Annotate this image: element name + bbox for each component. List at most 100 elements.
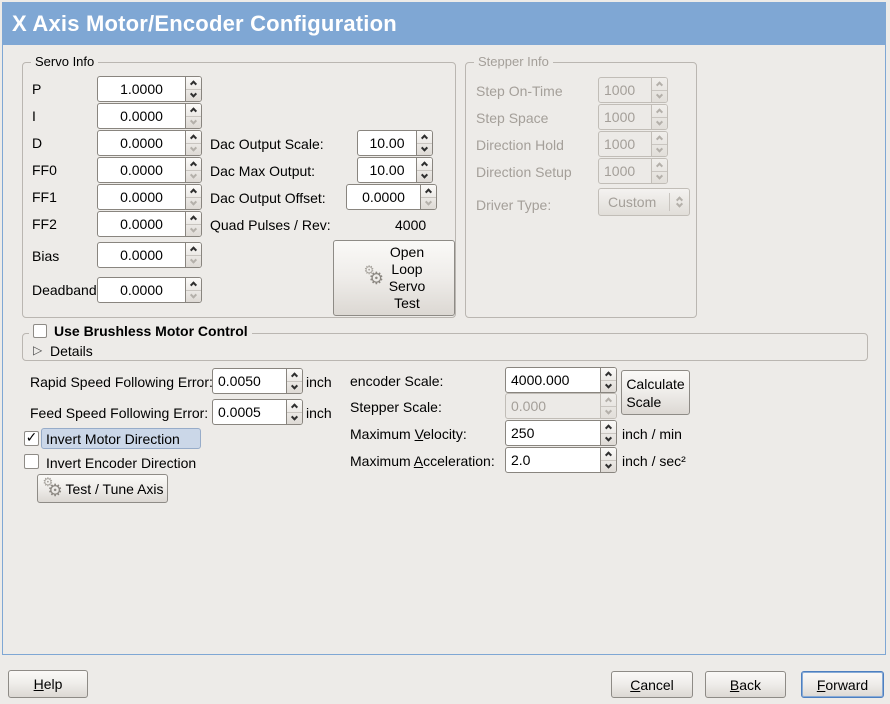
spin-up-button[interactable] — [601, 421, 616, 433]
servo-ff2-input[interactable]: 0.0000 — [97, 211, 202, 237]
velocity-label-post: elocity: — [423, 426, 467, 442]
dac-max-output-input[interactable]: 10.00 — [357, 157, 433, 183]
back-button[interactable]: Back — [705, 671, 786, 698]
acceleration-label-pre: Maximum — [350, 453, 414, 469]
open-loop-line-3: Servo — [388, 278, 426, 294]
servo-ff0-input[interactable]: 0.0000 — [97, 157, 202, 183]
spin-up-button[interactable] — [421, 185, 436, 197]
use-brushless-checkbox[interactable] — [33, 324, 47, 338]
spin-down-button — [652, 170, 667, 184]
invert-motor-label-highlight — [41, 428, 201, 449]
open-loop-servo-test-button[interactable]: ⚙ ⚙ Open Loop Servo Test — [333, 240, 455, 316]
driver-type-select: Custom — [598, 188, 690, 216]
spin-down-button[interactable] — [287, 380, 302, 394]
spin-up-button — [652, 132, 667, 144]
spin-down-button[interactable] — [186, 142, 201, 156]
servo-info-frame-label: Servo Info — [31, 54, 99, 69]
feed-following-error-input[interactable]: 0.0005 — [212, 399, 303, 425]
rapid-following-error-input[interactable]: 0.0050 — [212, 368, 303, 394]
step-on-time-spinner — [651, 78, 667, 102]
calculate-scale-button[interactable]: Calculate Scale — [621, 370, 690, 415]
servo-info-frame: Servo Info — [22, 54, 456, 318]
gear-large-icon: ⚙ — [368, 269, 384, 288]
spin-up-button[interactable] — [186, 77, 201, 89]
test-tune-axis-button[interactable]: ⚙ ⚙ Test / Tune Axis — [37, 474, 168, 503]
maximum-acceleration-input[interactable]: 2.0 — [505, 447, 617, 473]
spin-down-button[interactable] — [601, 459, 616, 473]
servo-ff1-input[interactable]: 0.0000 — [97, 184, 202, 210]
stepper-scale-label: Stepper Scale: — [350, 399, 442, 415]
maximum-velocity-input[interactable]: 250 — [505, 420, 617, 446]
spin-down-button[interactable] — [601, 379, 616, 393]
spin-up-button[interactable] — [186, 212, 201, 224]
invert-encoder-label[interactable]: Invert Encoder Direction — [46, 455, 197, 471]
dac-output-scale-input[interactable]: 10.00 — [357, 130, 433, 156]
open-loop-line-4: Test — [394, 295, 420, 311]
spin-down-button[interactable] — [186, 254, 201, 268]
brushless-frame-label: Use Brushless Motor Control — [29, 323, 252, 339]
servo-bias-value: 0.0000 — [120, 247, 163, 263]
servo-d-input[interactable]: 0.0000 — [97, 130, 202, 156]
chevron-down-icon — [604, 407, 613, 415]
step-space-input: 1000 — [598, 104, 668, 130]
spin-up-button[interactable] — [417, 158, 432, 170]
spin-up-button[interactable] — [186, 278, 201, 290]
invert-motor-label[interactable]: Invert Motor Direction — [46, 431, 180, 447]
dac-output-scale-value: 10.00 — [369, 135, 405, 151]
spin-up-button[interactable] — [186, 243, 201, 255]
forward-button[interactable]: Forward — [801, 671, 884, 698]
spin-up-button[interactable] — [186, 104, 201, 116]
spin-up-button[interactable] — [186, 185, 201, 197]
spin-down-button[interactable] — [186, 88, 201, 102]
encoder-scale-input[interactable]: 4000.000 — [505, 367, 617, 393]
chevron-down-icon — [189, 144, 198, 152]
spin-down-button[interactable] — [601, 432, 616, 446]
step-space-label: Step Space — [476, 110, 549, 126]
quad-pulses-value: 4000 — [395, 217, 427, 233]
servo-deadband-input[interactable]: 0.0000 — [97, 277, 202, 303]
spin-down-button[interactable] — [186, 196, 201, 210]
spin-down-button[interactable] — [186, 223, 201, 237]
gear-small-icon: ⚙ — [363, 263, 375, 277]
step-on-time-input: 1000 — [598, 77, 668, 103]
servo-bias-input[interactable]: 0.0000 — [97, 242, 202, 268]
page-title: X Axis Motor/Encoder Configuration — [12, 11, 397, 36]
cancel-button[interactable]: Cancel — [611, 671, 693, 698]
details-expander-icon[interactable]: ▷ — [33, 343, 43, 357]
spin-down-button[interactable] — [186, 115, 201, 129]
spin-up-button[interactable] — [186, 158, 201, 170]
calculate-line-2: Scale — [626, 393, 662, 410]
maximum-velocity-spinner — [600, 421, 616, 445]
direction-hold-label: Direction Hold — [476, 137, 564, 153]
spin-up-button[interactable] — [601, 368, 616, 380]
spin-down-button[interactable] — [287, 411, 302, 425]
servo-i-input[interactable]: 0.0000 — [97, 103, 202, 129]
chevron-down-icon — [604, 461, 613, 469]
maximum-velocity-value: 250 — [511, 425, 535, 441]
combo-separator — [669, 193, 670, 211]
chevron-up-icon — [655, 135, 664, 143]
forward-button-label: Forward — [817, 677, 868, 693]
spin-up-button[interactable] — [287, 369, 302, 381]
spin-up-button[interactable] — [186, 131, 201, 143]
invert-encoder-checkbox[interactable] — [24, 454, 39, 469]
open-loop-button-label: Open Loop Servo Test — [389, 244, 426, 312]
spin-up-button[interactable] — [287, 400, 302, 412]
stepper-scale-input: 0.000 — [505, 393, 617, 419]
spin-up-button[interactable] — [417, 131, 432, 143]
servo-ff0-value: 0.0000 — [120, 162, 163, 178]
spin-down-button[interactable] — [421, 196, 436, 210]
spin-up-button[interactable] — [601, 448, 616, 460]
invert-motor-checkbox[interactable]: ✓ — [24, 430, 39, 446]
help-button[interactable]: Help — [8, 670, 88, 698]
gear-small-icon: ⚙ — [42, 474, 54, 489]
stepper-scale-spinner — [600, 394, 616, 418]
spin-down-button[interactable] — [186, 169, 201, 183]
dac-output-offset-input[interactable]: 0.0000 — [346, 184, 437, 210]
details-expander-label[interactable]: Details — [50, 343, 93, 359]
open-loop-line-2: Loop — [391, 261, 423, 277]
spin-down-button[interactable] — [417, 142, 432, 156]
spin-down-button[interactable] — [186, 289, 201, 303]
spin-down-button[interactable] — [417, 169, 432, 183]
servo-p-input[interactable]: 1.0000 — [97, 76, 202, 102]
